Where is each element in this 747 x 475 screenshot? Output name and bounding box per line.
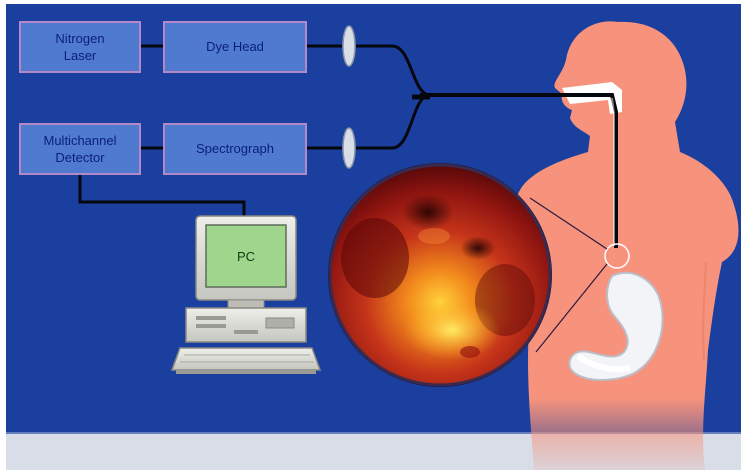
spectrograph-box: Spectrograph: [164, 124, 306, 174]
svg-text:Dye Head: Dye Head: [206, 39, 264, 54]
lens-icon: [343, 26, 355, 66]
svg-text:Laser: Laser: [64, 48, 97, 63]
pc-label: PC: [237, 249, 255, 264]
svg-text:Detector: Detector: [55, 150, 105, 165]
dye-head-box: Dye Head: [164, 22, 306, 72]
svg-text:Spectrograph: Spectrograph: [196, 141, 274, 156]
lens-icon: [343, 128, 355, 168]
multichannel-detector-box: Multichannel Detector: [20, 124, 140, 174]
svg-text:Nitrogen: Nitrogen: [55, 31, 104, 46]
nitrogen-laser-box: Nitrogen Laser: [20, 22, 140, 72]
svg-text:Multichannel: Multichannel: [44, 133, 117, 148]
